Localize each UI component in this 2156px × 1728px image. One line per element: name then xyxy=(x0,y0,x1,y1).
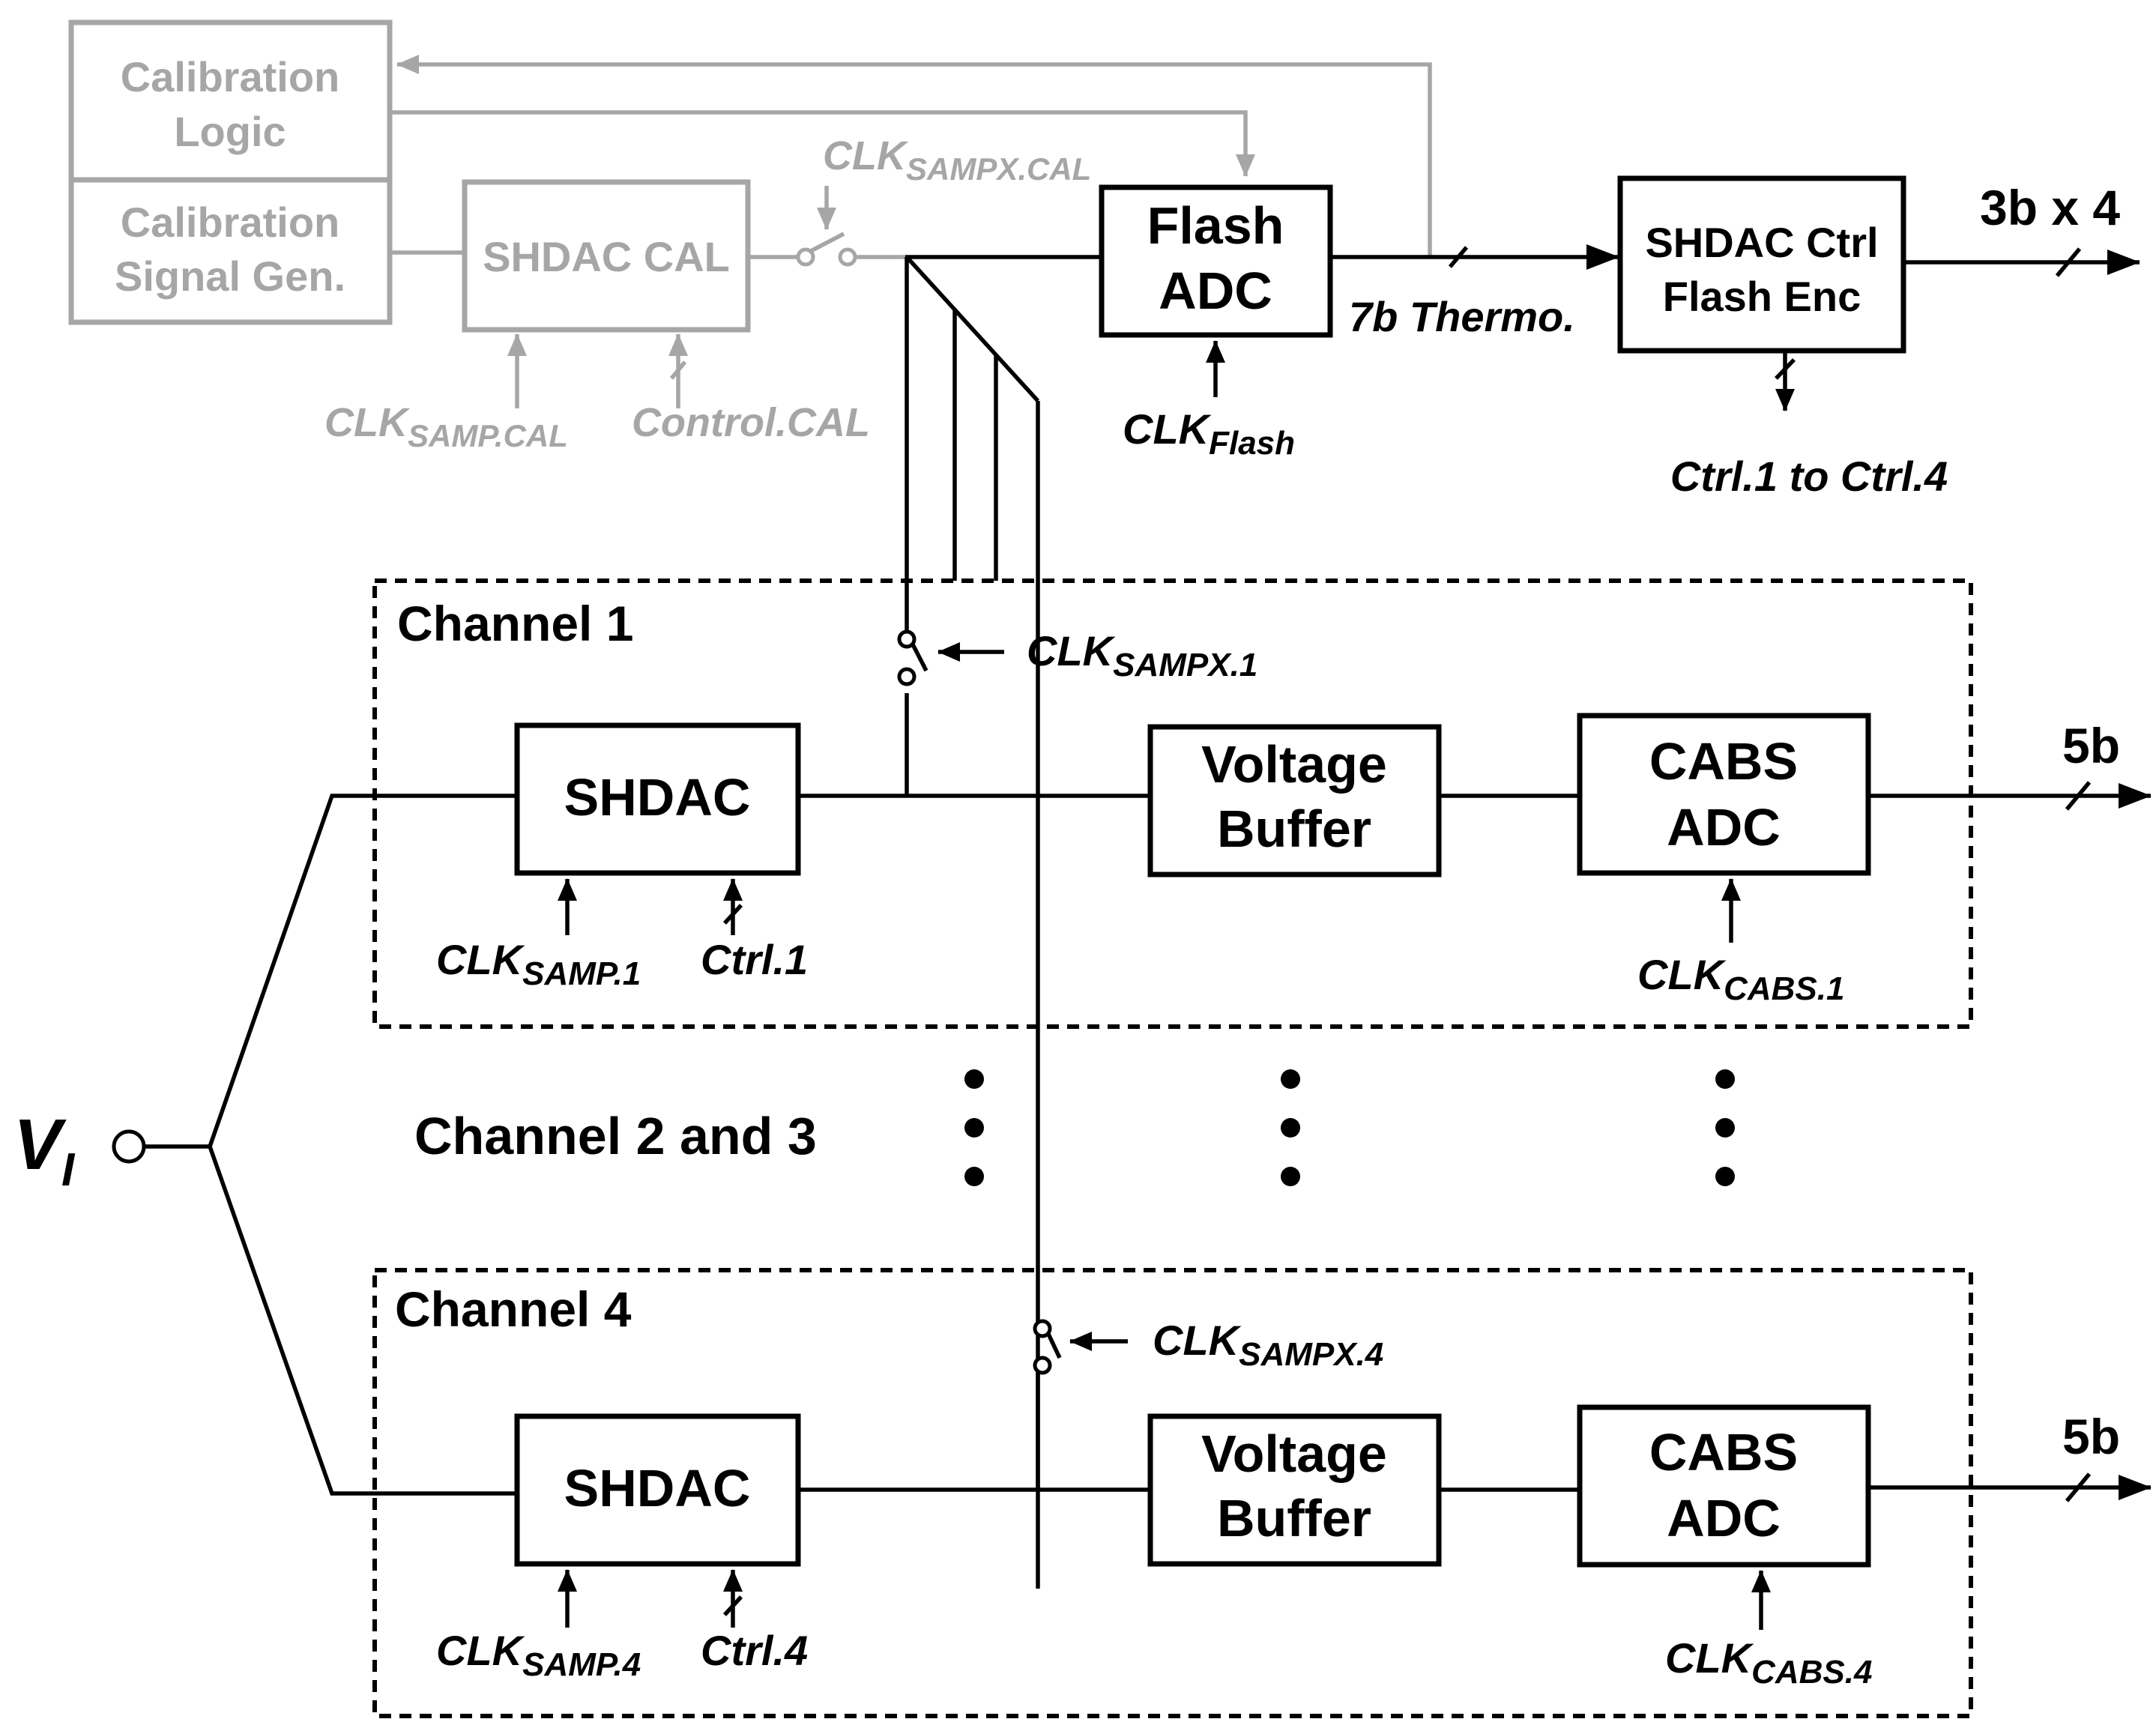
channel-4-cabs-block xyxy=(1577,1404,1871,1568)
channel-1-shdac-block xyxy=(514,722,801,876)
channel-1-buffer-line2: Buffer xyxy=(1217,800,1371,858)
input-section: VI xyxy=(13,794,517,1496)
flash-adc-line1: Flash xyxy=(1147,196,1284,255)
calibration-signal-gen-line2: Signal Gen. xyxy=(115,253,345,300)
cal-switch-blade xyxy=(808,232,845,254)
channel-4-title: Channel 4 xyxy=(395,1281,632,1337)
flash-adc-block xyxy=(1099,184,1333,338)
channel-1-cabs-line2: ADC xyxy=(1667,798,1781,857)
ellipsis-dot xyxy=(964,1167,984,1186)
channel-4-shdac-block xyxy=(514,1413,801,1567)
ellipsis-dot xyxy=(964,1118,984,1138)
fan-diagonal xyxy=(905,256,1040,402)
shdac-cal-label: SHDAC CAL xyxy=(483,233,730,280)
ctrl-output-label: Ctrl.1 to Ctrl.4 xyxy=(1670,453,1948,500)
input-terminal xyxy=(112,1129,146,1164)
flash-input-fan xyxy=(905,256,1040,1589)
calibration-section: Calibration Logic Calibration Signal Gen… xyxy=(68,19,1432,453)
channel-4-buffer-line2: Buffer xyxy=(1217,1489,1371,1547)
channel-4-output-bus-mark xyxy=(2065,1472,2092,1502)
thermo-bus-mark xyxy=(1448,246,1469,268)
thermo-to-cal-logic-wire xyxy=(396,55,1432,257)
encoder-output-label: 3b x 4 xyxy=(1980,180,2120,235)
channel-1-cabs-line1: CABS xyxy=(1649,732,1798,791)
ellipsis-dot xyxy=(1281,1069,1300,1089)
channel-1-shdac-label: SHDAC xyxy=(564,768,751,827)
encoder-line2: Flash Enc xyxy=(1663,273,1861,320)
input-branch-ch4 xyxy=(208,1146,517,1496)
channel-1-output-label: 5b xyxy=(2062,718,2120,773)
channel-1-sampx-terminal-b xyxy=(897,667,917,686)
channel-4-shdac-label: SHDAC xyxy=(564,1459,751,1517)
channel-1-sampx-terminal-a xyxy=(897,629,917,649)
channel-1-cabs-block xyxy=(1577,713,1871,876)
ellipsis-dot xyxy=(964,1069,984,1089)
channels-2-3-placeholder: Channel 2 and 3 xyxy=(414,1069,1735,1186)
cal-switch-terminal-b xyxy=(838,247,857,267)
cal-switch-terminal-a xyxy=(796,247,815,267)
clk-flash-label: CLKFlash xyxy=(1123,405,1295,462)
calibration-logic-block xyxy=(68,19,393,183)
control-cal-bus-mark xyxy=(669,360,687,380)
ellipsis-dot xyxy=(1715,1167,1735,1186)
channel-1-ctrl-bus-mark xyxy=(722,904,743,925)
encoder-block xyxy=(1617,175,1906,354)
channel-4-sampx-blade xyxy=(1045,1331,1062,1359)
channel-4-sampx-terminal-a xyxy=(1033,1319,1052,1338)
channel-1-frame xyxy=(372,578,1973,1029)
channel-1-sampx-blade xyxy=(910,641,928,672)
channel-4-frame xyxy=(372,1268,1973,1718)
channel-1-clk-samp-label: CLKSAMP.1 xyxy=(436,936,641,992)
channel-4-ctrl-label: Ctrl.4 xyxy=(701,1627,808,1674)
channel-4: Channel 4 SHDAC CLKSAMP.4 Ctrl.4 CLKSAMP… xyxy=(372,1268,2152,1718)
channel-4-output-label: 5b xyxy=(2062,1409,2120,1464)
channel-1-clk-cabs-label: CLKCABS.1 xyxy=(1637,951,1844,1007)
channel-1-title: Channel 1 xyxy=(397,596,633,651)
channel-4-cabs-line1: CABS xyxy=(1649,1423,1798,1481)
channel-1-ctrl-label: Ctrl.1 xyxy=(701,936,808,983)
calibration-signal-gen-line1: Calibration xyxy=(121,199,339,246)
channels-2-3-label: Channel 2 and 3 xyxy=(414,1107,817,1165)
calibration-logic-line2: Logic xyxy=(174,108,286,155)
channel-4-ctrl-bus-mark xyxy=(722,1595,743,1616)
input-branch-ch1 xyxy=(208,794,517,1147)
thermo-label: 7b Thermo. xyxy=(1349,293,1575,340)
encoder-section: SHDAC Ctrl Flash Enc 3b x 4 Ctrl.1 to Ct… xyxy=(1617,175,2140,500)
flash-section: Flash ADC CLKFlash 7b Thermo. xyxy=(905,184,1619,462)
channel-4-clk-cabs-label: CLKCABS.4 xyxy=(1665,1634,1872,1691)
shdac-cal-block xyxy=(462,179,751,333)
ellipsis-dot xyxy=(1715,1118,1735,1138)
calibration-logic-line1: Calibration xyxy=(121,53,339,100)
channel-1-clk-sampx-label: CLKSAMPX.1 xyxy=(1027,627,1257,683)
channel-1-buffer-line1: Voltage xyxy=(1201,735,1387,794)
channel-1: Channel 1 SHDAC CLKSAMP.1 Ctrl.1 CLKSAMP… xyxy=(372,578,2152,1029)
channel-1-buffer-block xyxy=(1147,724,1442,877)
input-label: VI xyxy=(13,1105,76,1196)
clk-samp-cal-label: CLKSAMP.CAL xyxy=(324,400,568,453)
cal-logic-to-flash-wire xyxy=(390,110,1255,177)
control-cal-label: Control.CAL xyxy=(632,400,870,445)
clk-sampx-cal-label: CLKSAMPX.CAL xyxy=(823,133,1091,187)
encoder-line1: SHDAC Ctrl xyxy=(1645,219,1878,266)
channel-4-clk-sampx-label: CLKSAMPX.4 xyxy=(1153,1317,1383,1373)
ellipsis-dot xyxy=(1281,1167,1300,1186)
flash-adc-line2: ADC xyxy=(1159,262,1272,320)
channel-1-output-bus-mark xyxy=(2065,781,2092,811)
ellipsis-dot xyxy=(1715,1069,1735,1089)
channel-4-cabs-line2: ADC xyxy=(1667,1489,1781,1547)
ellipsis-dot xyxy=(1281,1118,1300,1138)
channel-4-sampx-terminal-b xyxy=(1033,1356,1052,1375)
channel-4-clk-samp-label: CLKSAMP.4 xyxy=(436,1627,641,1683)
channel-4-buffer-line1: Voltage xyxy=(1201,1425,1387,1483)
encoder-output-bus-mark xyxy=(2055,247,2082,277)
ctrl-output-bus-mark xyxy=(1775,358,1796,380)
